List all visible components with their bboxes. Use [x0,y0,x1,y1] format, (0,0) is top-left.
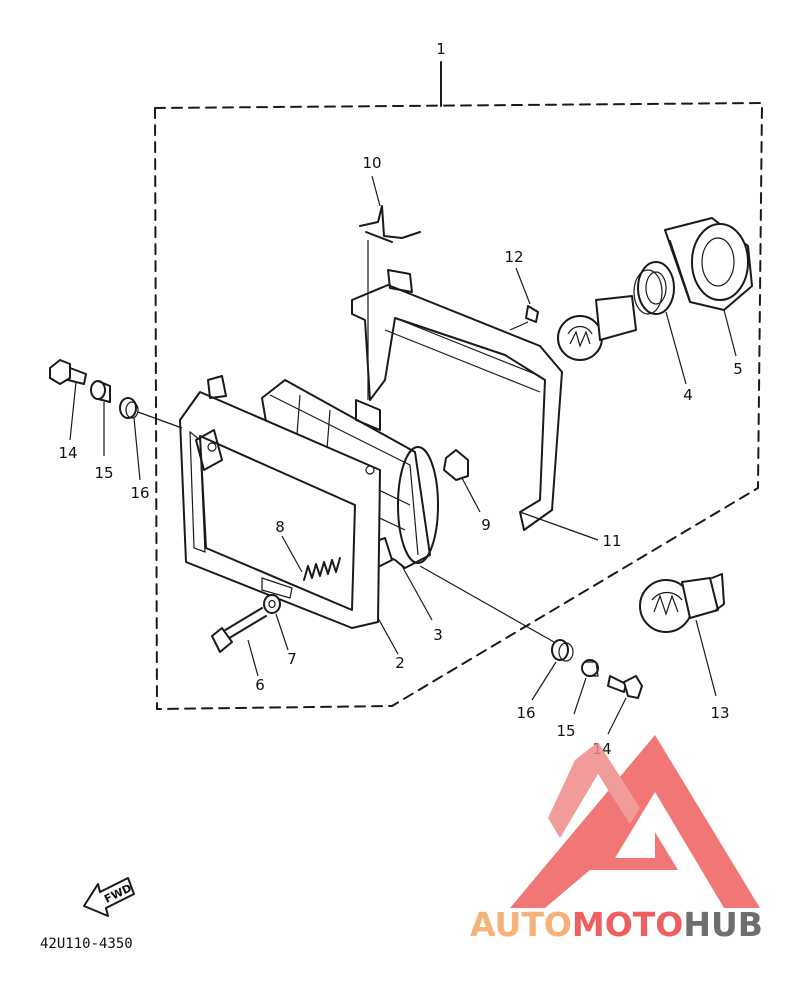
fwd-arrow: FWD [83,877,135,917]
callout-15-left: 15 [94,464,113,482]
callout-13: 13 [710,704,729,722]
part-12-screw [509,267,539,331]
part-code: 42U110-4350 [40,936,133,952]
part-9-nut [443,449,481,513]
parts-14-15-16-right [419,565,643,735]
part-7-washer [263,594,289,651]
watermark-text-hub: HUB [683,905,763,944]
watermark-text-moto: MOTO [572,905,683,944]
callout-7: 7 [287,650,297,668]
callout-1: 1 [436,40,446,58]
part-10-clip [359,175,421,400]
callout-8: 8 [275,518,285,536]
callout-11: 11 [602,532,621,550]
watermark-m-shape [548,742,640,838]
watermark-text-auto: AUTO [470,905,572,944]
callout-3: 3 [433,626,443,644]
part-4-bulb [557,261,687,385]
parts-14-15-16-left [49,359,183,481]
callout-2: 2 [395,654,405,672]
part-6-screw [211,607,267,677]
callout-5: 5 [733,360,743,378]
watermark-triangle-icon [510,735,760,908]
callout-16-left: 16 [130,484,149,502]
callout-14-left: 14 [58,444,77,462]
leader-2 [377,617,399,655]
watermark-logo [510,735,760,908]
watermark-text: AUTOMOTOHUB [470,905,763,944]
part-8-spring [281,535,341,581]
leader-3 [401,565,433,621]
callout-6: 6 [255,676,265,694]
assembly-boundary [154,102,763,710]
callout-16-right: 16 [516,704,535,722]
part-13-bulb [639,573,725,697]
part-5-cover [664,217,753,357]
callout-10: 10 [362,154,381,172]
callout-15-right: 15 [556,722,575,740]
callout-4: 4 [683,386,693,404]
callout-12: 12 [504,248,523,266]
callout-9: 9 [481,516,491,534]
